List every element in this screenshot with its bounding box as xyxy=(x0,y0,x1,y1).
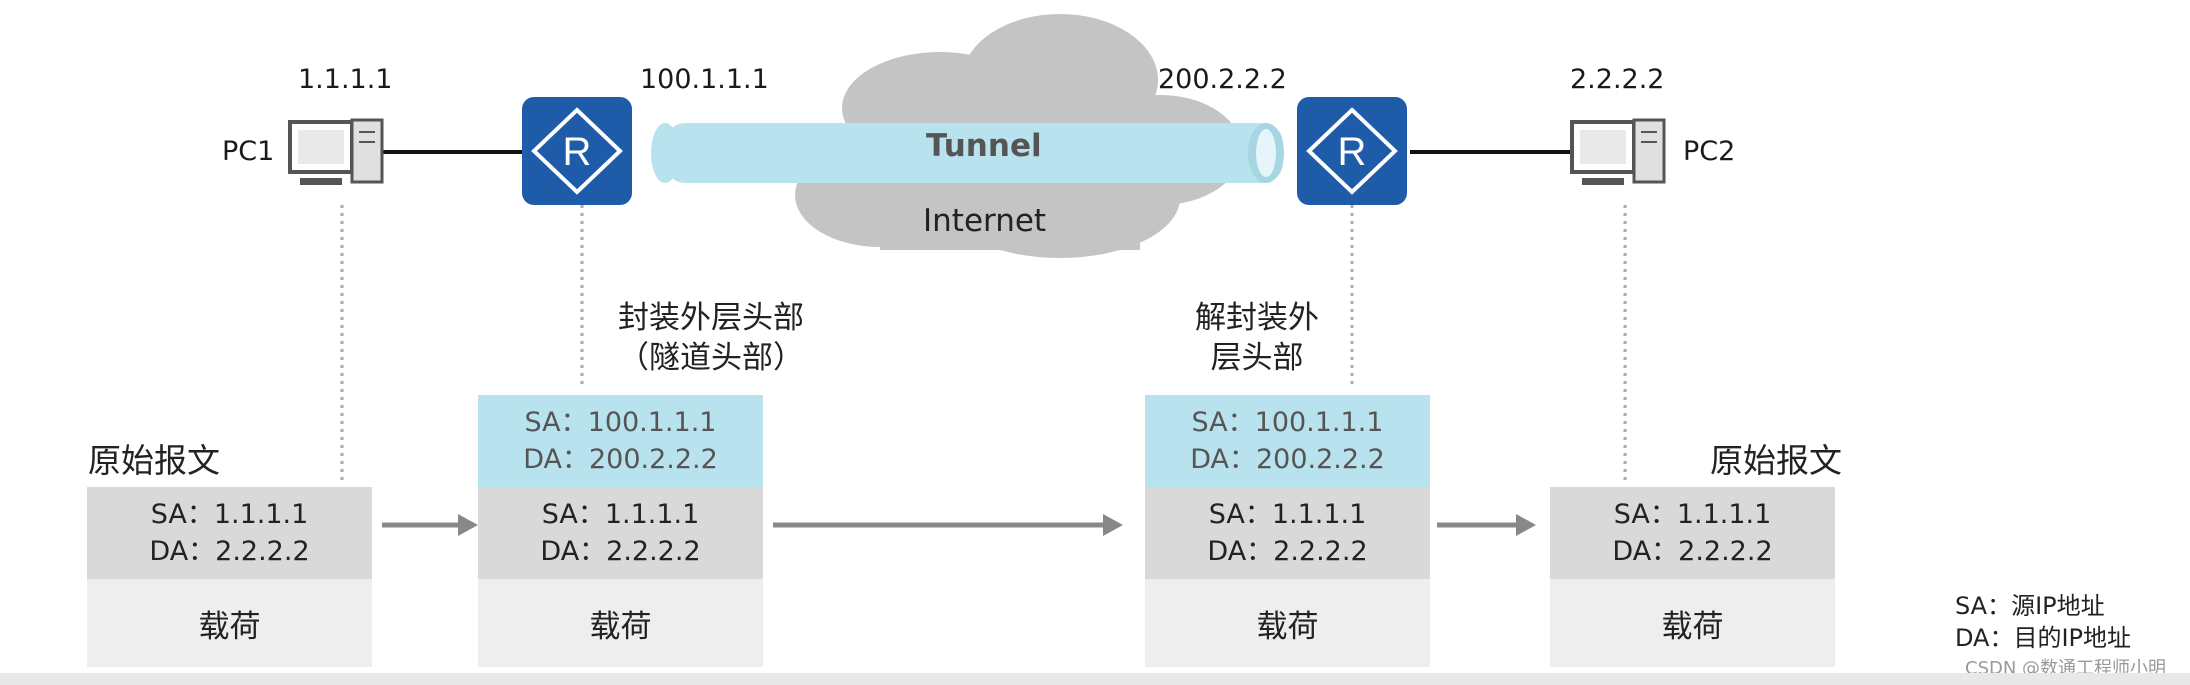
inner-header: SA：1.1.1.1 DA：2.2.2.2 xyxy=(87,487,372,579)
tunnel-pipe xyxy=(651,123,1284,183)
legend: SA：源IP地址 DA：目的IP地址 xyxy=(1955,590,2131,654)
decap-note-line2: 层头部 xyxy=(1210,340,1304,376)
payload: 载荷 xyxy=(1145,579,1430,667)
encap-note: 封装外层头部 （隧道头部） xyxy=(598,298,824,378)
internet-label: Internet xyxy=(923,203,1047,239)
outer-header: SA：100.1.1.1 DA：200.2.2.2 xyxy=(1145,395,1430,487)
router-icon: R xyxy=(1297,97,1407,205)
payload: 载荷 xyxy=(478,579,763,667)
inner-da: DA：2.2.2.2 xyxy=(540,536,701,567)
arrow-icon xyxy=(1437,514,1536,536)
legend-sa: SA：源IP地址 xyxy=(1955,592,2105,620)
inner-da: DA：2.2.2.2 xyxy=(149,536,310,567)
decap-note-line1: 解封装外 xyxy=(1195,300,1319,336)
arrow-icon xyxy=(382,514,478,536)
arrow-icon xyxy=(773,514,1123,536)
decap-note: 解封装外 层头部 xyxy=(1172,298,1342,378)
packet-original-left: SA：1.1.1.1 DA：2.2.2.2 载荷 xyxy=(87,487,372,667)
encap-note-line1: 封装外层头部 xyxy=(618,300,804,336)
inner-sa: SA：1.1.1.1 xyxy=(541,499,700,530)
outer-da: DA：200.2.2.2 xyxy=(1190,444,1385,475)
inner-da: DA：2.2.2.2 xyxy=(1207,536,1368,567)
pc1-label: PC1 xyxy=(222,136,275,167)
router-icon: R xyxy=(522,97,632,205)
legend-da: DA：目的IP地址 xyxy=(1955,624,2132,652)
outer-header: SA：100.1.1.1 DA：200.2.2.2 xyxy=(478,395,763,487)
bottom-strip xyxy=(0,673,2190,685)
pc2-label: PC2 xyxy=(1683,136,1736,167)
inner-da: DA：2.2.2.2 xyxy=(1612,536,1773,567)
pc-icon xyxy=(1570,118,1666,185)
outer-da: DA：200.2.2.2 xyxy=(523,444,718,475)
packet-original-right: SA：1.1.1.1 DA：2.2.2.2 载荷 xyxy=(1550,487,1835,667)
original-packet-label-left: 原始报文 xyxy=(88,441,220,480)
payload: 载荷 xyxy=(87,579,372,667)
packet-encapsulated: SA：100.1.1.1 DA：200.2.2.2 SA：1.1.1.1 DA：… xyxy=(478,395,763,667)
pc-icon xyxy=(288,118,384,185)
original-packet-label-right: 原始报文 xyxy=(1710,441,1842,480)
router1-ip: 100.1.1.1 xyxy=(640,64,769,95)
payload: 载荷 xyxy=(1550,579,1835,667)
svg-text:R: R xyxy=(1338,130,1367,174)
inner-header: SA：1.1.1.1 DA：2.2.2.2 xyxy=(478,487,763,579)
encap-note-line2: （隧道头部） xyxy=(618,340,804,376)
outer-sa: SA：100.1.1.1 xyxy=(1191,407,1384,438)
inner-header: SA：1.1.1.1 DA：2.2.2.2 xyxy=(1550,487,1835,579)
router2-ip: 200.2.2.2 xyxy=(1158,64,1287,95)
pc2-ip: 2.2.2.2 xyxy=(1570,64,1665,95)
packet-before-decap: SA：100.1.1.1 DA：200.2.2.2 SA：1.1.1.1 DA：… xyxy=(1145,395,1430,667)
inner-sa: SA：1.1.1.1 xyxy=(150,499,309,530)
tunnel-label: Tunnel xyxy=(926,128,1042,164)
inner-sa: SA：1.1.1.1 xyxy=(1208,499,1367,530)
inner-header: SA：1.1.1.1 DA：2.2.2.2 xyxy=(1145,487,1430,579)
pc1-ip: 1.1.1.1 xyxy=(298,64,393,95)
inner-sa: SA：1.1.1.1 xyxy=(1613,499,1772,530)
outer-sa: SA：100.1.1.1 xyxy=(524,407,717,438)
svg-text:R: R xyxy=(563,130,592,174)
